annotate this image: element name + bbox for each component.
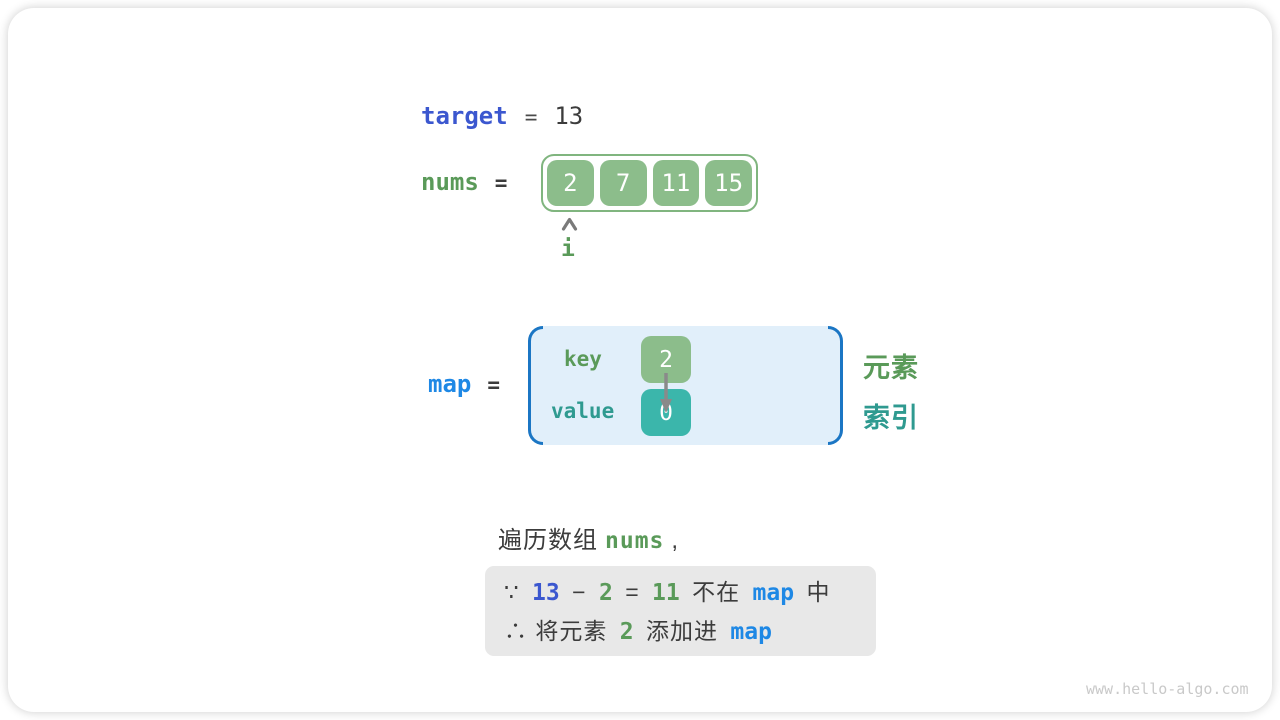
equals-sign: = [625, 579, 640, 605]
map-value-label: value [551, 399, 615, 423]
map-token-2: map [730, 619, 772, 645]
caption-suffix: , [671, 527, 680, 554]
target-token: 13 [532, 580, 560, 606]
nums-array: 2 7 11 15 [541, 154, 758, 212]
reason-box: ∵ 13 − 2 = 11 不在 map 中 ∴ 将元素 2 添加进 map [485, 566, 876, 656]
reason-line-1: ∵ 13 − 2 = 11 不在 map 中 [504, 573, 876, 612]
caption-nums-token: nums [605, 528, 665, 554]
minus-sign: − [572, 579, 587, 605]
nums-equals-sign: = [494, 171, 508, 195]
element-token: 2 [598, 580, 613, 606]
caption-prefix: 遍历数组 [498, 527, 598, 554]
watermark: www.hello-algo.com [1086, 680, 1249, 698]
map-key-label: key [564, 347, 602, 371]
map-bracket-left [528, 326, 543, 445]
because-symbol: ∵ [504, 579, 520, 605]
nums-label: nums [421, 168, 479, 196]
index-annotation: 索引 [863, 403, 919, 433]
target-value: 13 [554, 102, 584, 130]
caption-line: 遍历数组 nums, [498, 520, 679, 555]
array-cell-0: 2 [547, 160, 594, 206]
pointer-caret-icon [561, 217, 578, 231]
element-annotation: 元素 [863, 353, 919, 383]
diagram-card: target = 13 nums = 2 7 11 15 i map = [8, 8, 1272, 712]
target-row: target = 13 [421, 102, 583, 130]
map-equals-sign: = [487, 373, 501, 397]
map-token: map [752, 580, 795, 606]
array-cell-3: 15 [705, 160, 752, 206]
target-equals-sign: = [524, 105, 538, 129]
in-suffix-text: 中 [806, 579, 831, 605]
array-cell-1: 7 [599, 160, 647, 206]
map-bracket-right [828, 326, 843, 445]
nums-row: nums = [421, 168, 507, 196]
array-cell-2: 11 [652, 160, 700, 206]
add-into-text: 添加进 [646, 618, 719, 644]
therefore-text: ∴ 将元素 [504, 618, 608, 644]
map-label: map [428, 370, 472, 398]
key-to-value-arrow-icon [660, 373, 672, 413]
map-row: map = [428, 370, 500, 398]
difference-token: 11 [652, 580, 680, 606]
reason-line-2: ∴ 将元素 2 添加进 map [504, 612, 876, 651]
target-label: target [421, 102, 508, 130]
map-box: key value 2 0 [528, 326, 843, 445]
index-pointer-label: i [561, 236, 575, 262]
not-in-text: 不在 [692, 579, 741, 605]
element-token-2: 2 [619, 619, 634, 645]
